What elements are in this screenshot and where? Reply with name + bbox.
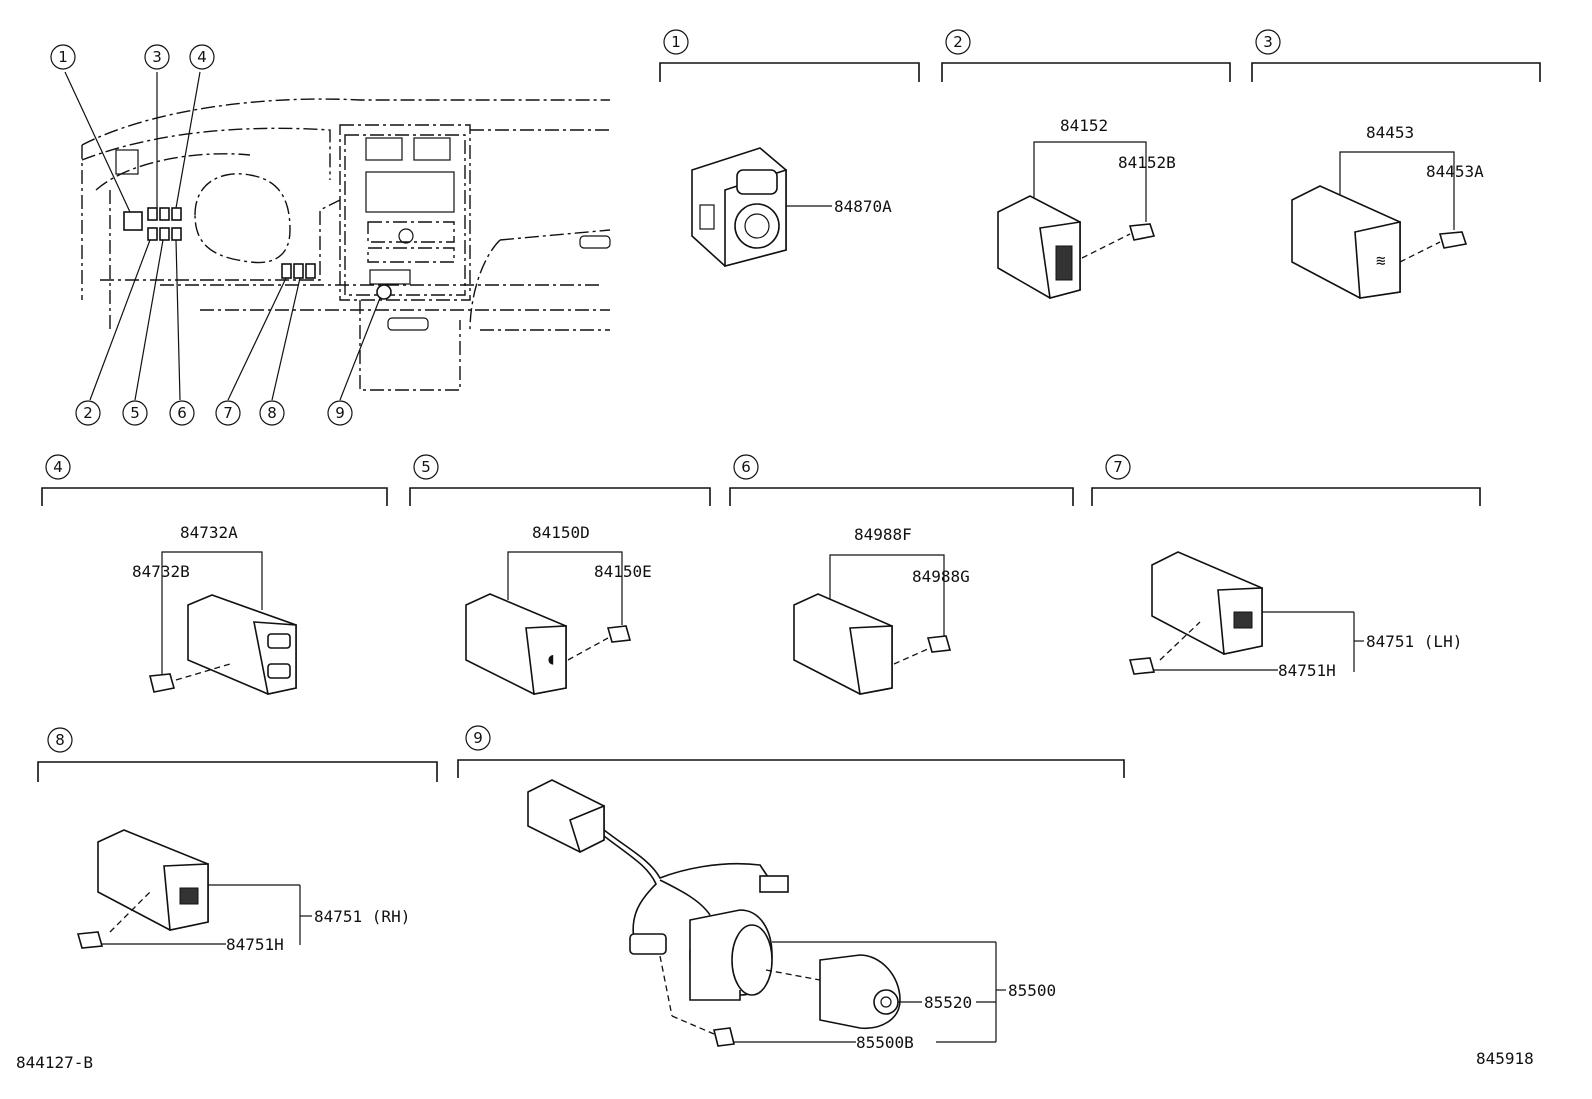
callout-label: 9 xyxy=(335,404,345,422)
part-label: 84751H xyxy=(226,935,284,954)
section-number: 1 xyxy=(671,33,681,51)
callout-label: 6 xyxy=(177,404,187,422)
callout-2: 2 xyxy=(75,400,101,426)
defog-icon: ≋ xyxy=(1376,251,1386,270)
callout-label: 2 xyxy=(83,404,93,422)
part-label: 84988G xyxy=(912,567,970,586)
part-label: 84453 xyxy=(1366,123,1414,142)
part-label: 84732B xyxy=(132,562,190,581)
section-7: 7 84751 (LH) 84751H xyxy=(1091,454,1481,680)
callout-4: 4 xyxy=(189,44,215,70)
section-number: 6 xyxy=(741,458,751,476)
part-label: 84150E xyxy=(594,562,652,581)
part-label: 85500B xyxy=(856,1033,914,1052)
part-label: 84152B xyxy=(1118,153,1176,172)
part-label: 84732A xyxy=(180,523,238,542)
callout-3: 3 xyxy=(144,44,170,70)
section-8: 8 84751 (RH) 84751H xyxy=(37,727,438,954)
callout-8: 8 xyxy=(259,400,285,426)
callout-label: 3 xyxy=(152,48,162,66)
callout-1: 1 xyxy=(50,44,76,70)
section-9: 9 85500 85520 85500B xyxy=(457,725,1125,1052)
callout-9: 9 xyxy=(327,400,353,426)
ref-code-right: 845918 xyxy=(1476,1049,1534,1068)
callout-7: 7 xyxy=(215,400,241,426)
callout-label: 1 xyxy=(58,48,68,66)
callout-5: 5 xyxy=(122,400,148,426)
section-3: 3 84453 84453A ≋ xyxy=(1251,29,1541,299)
rear-fog-switch xyxy=(793,593,893,695)
cigarette-lighter-assembly xyxy=(527,779,901,1047)
defogger-switch: ≋ xyxy=(1291,185,1401,299)
seat-heater-switch-rh xyxy=(97,829,209,931)
part-label: 84751 (LH) xyxy=(1366,632,1462,651)
part-label: 84751H xyxy=(1278,661,1336,680)
seat-heater-switch-lh xyxy=(1151,551,1263,655)
ref-code-left: 844127-B xyxy=(16,1053,93,1072)
section-number: 8 xyxy=(55,731,65,749)
section-number: 4 xyxy=(53,458,63,476)
section-6: 6 84988F 84988G xyxy=(729,454,1074,695)
fog-switch: ◖ xyxy=(465,593,567,695)
section-number: 5 xyxy=(421,458,431,476)
section-1: 1 84870A xyxy=(659,29,920,268)
part-label: 84150D xyxy=(532,523,590,542)
fog-icon: ◖ xyxy=(546,649,556,668)
headlight-level-switch xyxy=(997,195,1081,300)
part-label: 84870A xyxy=(834,197,892,216)
dual-switch xyxy=(187,594,297,695)
part-label: 84152 xyxy=(1060,116,1108,135)
dashboard-overview: 1 3 4 2 5 6 7 8 xyxy=(50,44,611,426)
section-number: 9 xyxy=(473,729,483,747)
section-number: 2 xyxy=(953,33,963,51)
part-label: 84453A xyxy=(1426,162,1484,181)
part-label: 85500 xyxy=(1008,981,1056,1000)
callout-label: 8 xyxy=(267,404,277,422)
section-5: 5 84150D 84150E ◖ xyxy=(409,454,711,695)
section-number: 7 xyxy=(1113,458,1123,476)
callout-label: 5 xyxy=(130,404,140,422)
callout-label: 4 xyxy=(197,48,207,66)
callout-label: 7 xyxy=(223,404,233,422)
part-label: 84988F xyxy=(854,525,912,544)
section-2: 2 84152 84152B xyxy=(941,29,1231,300)
section-number: 3 xyxy=(1263,33,1273,51)
callout-6: 6 xyxy=(169,400,195,426)
section-4: 4 84732A 84732B xyxy=(41,454,388,695)
part-label: 84751 (RH) xyxy=(314,907,410,926)
mirror-switch xyxy=(691,147,787,268)
part-label: 85520 xyxy=(924,993,972,1012)
